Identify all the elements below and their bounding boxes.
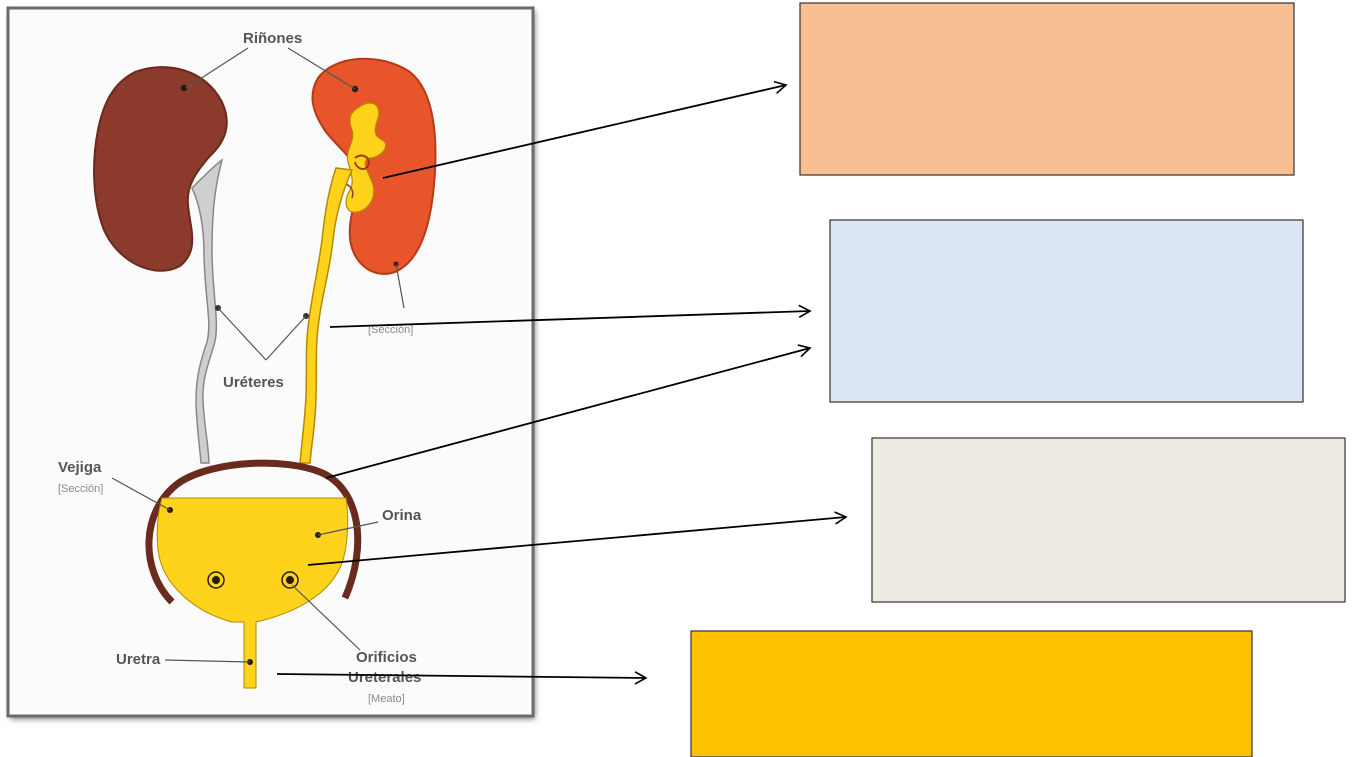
label-kidneys: Riñones — [243, 30, 302, 47]
label-meatus: [Meato] — [368, 693, 405, 705]
answer-box-2[interactable] — [830, 220, 1303, 402]
answer-box-4[interactable] — [691, 631, 1252, 757]
label-ureters: Uréteres — [223, 374, 284, 391]
label-orifices-line2: Ureterales — [348, 669, 421, 686]
answer-boxes — [691, 3, 1345, 757]
answer-box-3[interactable] — [872, 438, 1345, 602]
label-urethra: Uretra — [116, 651, 161, 668]
label-urine: Orina — [382, 507, 422, 524]
label-bladder-section: [Sección] — [58, 483, 103, 495]
label-orifices-line1: Orificios — [356, 649, 417, 666]
answer-box-1[interactable] — [800, 3, 1294, 175]
label-bladder: Vejiga — [58, 459, 102, 476]
